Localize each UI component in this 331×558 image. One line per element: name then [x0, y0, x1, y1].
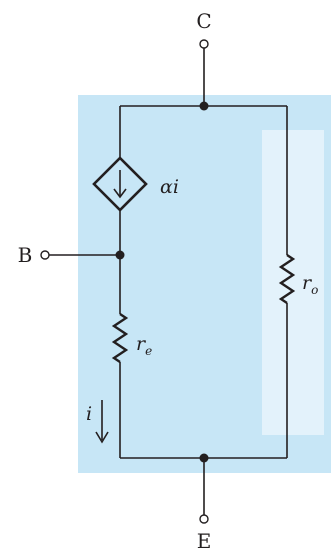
ro-highlight-strip: [262, 130, 324, 435]
source-arrow-icon: [113, 170, 127, 199]
source-current: i: [173, 176, 179, 198]
source-label: αi: [160, 176, 179, 198]
collector-terminal: [199, 39, 209, 49]
source-alpha: α: [160, 176, 173, 198]
collector-label: C: [196, 9, 211, 33]
re-subscript: e: [145, 344, 152, 358]
emitter-label: E: [197, 529, 212, 553]
re-label: re: [136, 333, 152, 358]
ro-label: ro: [302, 272, 318, 297]
collector-junction: [199, 101, 209, 111]
ro-main: r: [302, 272, 313, 294]
current-arrow-icon: [95, 400, 109, 444]
emitter-terminal: [199, 514, 209, 524]
base-terminal: [40, 250, 50, 260]
re-main: r: [136, 333, 147, 355]
ro-subscript: o: [311, 283, 318, 297]
ro-resistor: [278, 254, 296, 304]
current-label: i: [86, 403, 92, 425]
base-label: B: [18, 243, 33, 267]
re-resistor: [111, 313, 129, 363]
